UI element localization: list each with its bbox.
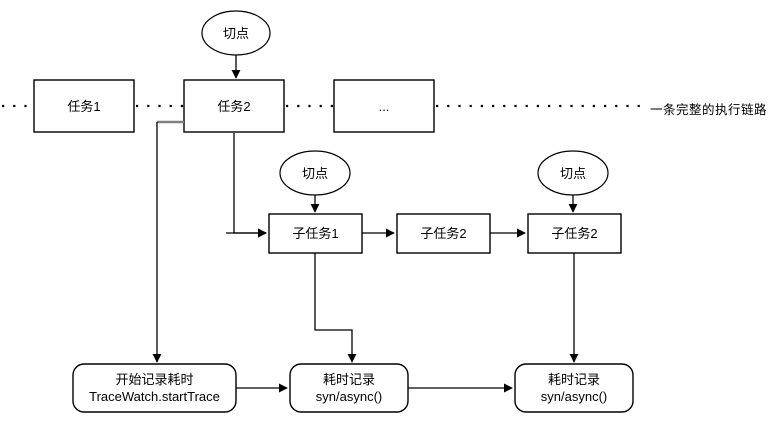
trace-record-2-box[interactable] (514, 363, 634, 413)
arrow-task2-to-subtask1 (233, 133, 267, 238)
execution-chain-label: 一条完整的执行链路 (650, 103, 768, 117)
pointcut-ellipse-3[interactable] (537, 150, 609, 196)
trace-record-1-box[interactable] (289, 363, 409, 413)
subtask-box-1[interactable] (268, 213, 363, 254)
task-box-2[interactable] (183, 79, 285, 133)
subtask-box-3[interactable] (527, 213, 622, 254)
pointcut-ellipse-1[interactable] (201, 10, 271, 56)
pointcut-ellipse-2[interactable] (279, 150, 351, 196)
arrow-subtask1-to-trace-record-1 (314, 253, 357, 363)
subtask-box-2[interactable] (396, 213, 491, 254)
trace-start-box[interactable] (72, 363, 237, 413)
task-box-ellipsis[interactable] (333, 79, 435, 133)
task-box-1[interactable] (33, 79, 135, 133)
